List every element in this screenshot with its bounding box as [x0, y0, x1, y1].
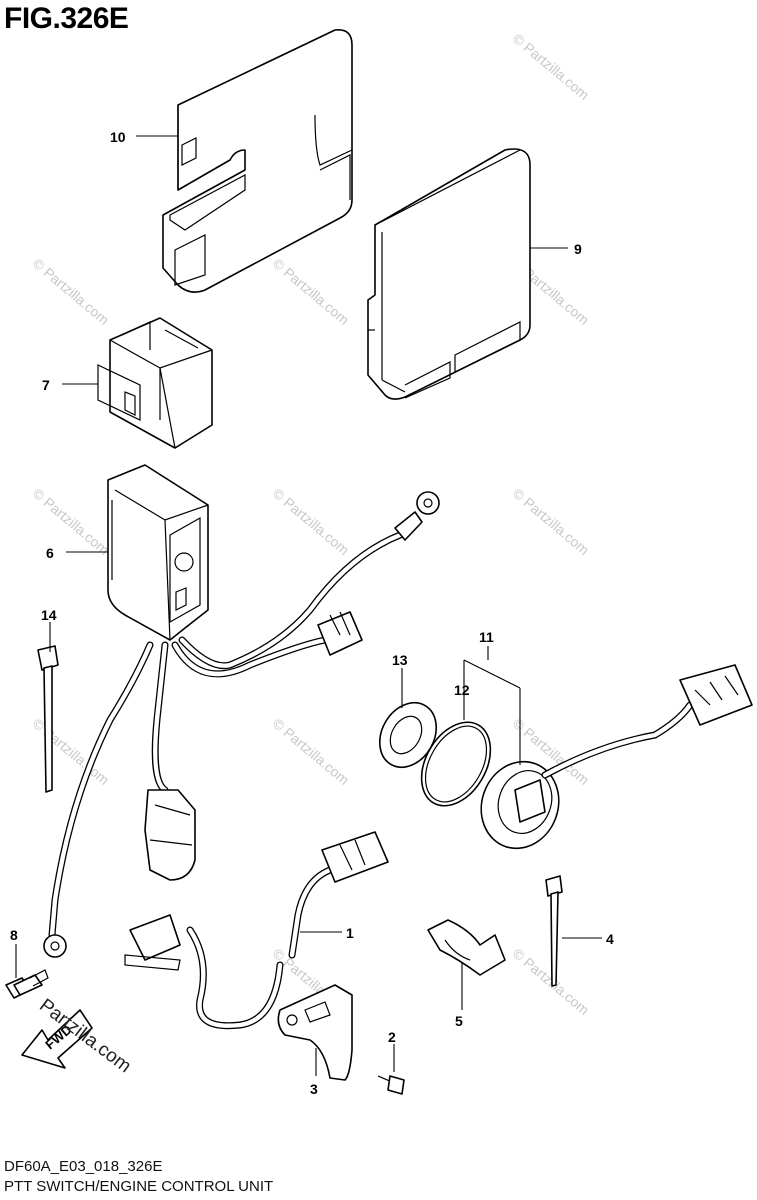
fwd-arrow: FWD: [21, 1009, 93, 1069]
callout-5: 5: [455, 1013, 463, 1029]
part-2-bolt[interactable]: [377, 1075, 405, 1095]
figure-code: DF60A_E03_018_326E: [4, 1158, 163, 1175]
callout-7: 7: [42, 377, 50, 393]
part-8-bolt[interactable]: [5, 969, 49, 999]
callout-13: 13: [392, 652, 408, 668]
part-11-ptt-switch[interactable]: [469, 664, 753, 859]
callout-11: 11: [479, 629, 494, 645]
part-12-o-ring[interactable]: [408, 710, 505, 818]
part-9-ecu[interactable]: [367, 148, 531, 400]
part-13-nut[interactable]: [368, 693, 447, 778]
callout-labels: 10 9 7 6 14 11 13 12 1 4 5 3 2 8: [10, 129, 614, 1097]
callout-6: 6: [46, 545, 54, 561]
callout-12: 12: [454, 682, 470, 698]
part-5-clamp[interactable]: [427, 919, 506, 976]
callout-2: 2: [388, 1029, 396, 1045]
part-4-cable-tie[interactable]: [545, 875, 563, 987]
callout-10: 10: [110, 129, 126, 145]
part-6-relay-unit[interactable]: [43, 464, 440, 958]
callout-4: 4: [606, 931, 614, 947]
callout-9: 9: [574, 241, 582, 257]
part-3-bracket[interactable]: [277, 984, 353, 1081]
leader-lines: [15, 135, 602, 1076]
callout-14: 14: [41, 607, 57, 623]
part-10-cover[interactable]: [162, 28, 353, 293]
part-7-relay[interactable]: [97, 317, 213, 449]
figure-title: FIG.326E: [4, 2, 129, 35]
figure-caption: PTT SWITCH/ENGINE CONTROL UNIT: [4, 1178, 274, 1195]
callout-1: 1: [346, 925, 354, 941]
callout-3: 3: [310, 1081, 318, 1097]
part-14-cable-tie[interactable]: [37, 645, 59, 793]
callout-8: 8: [10, 927, 18, 943]
part-1-wire-harness[interactable]: [124, 831, 389, 1030]
